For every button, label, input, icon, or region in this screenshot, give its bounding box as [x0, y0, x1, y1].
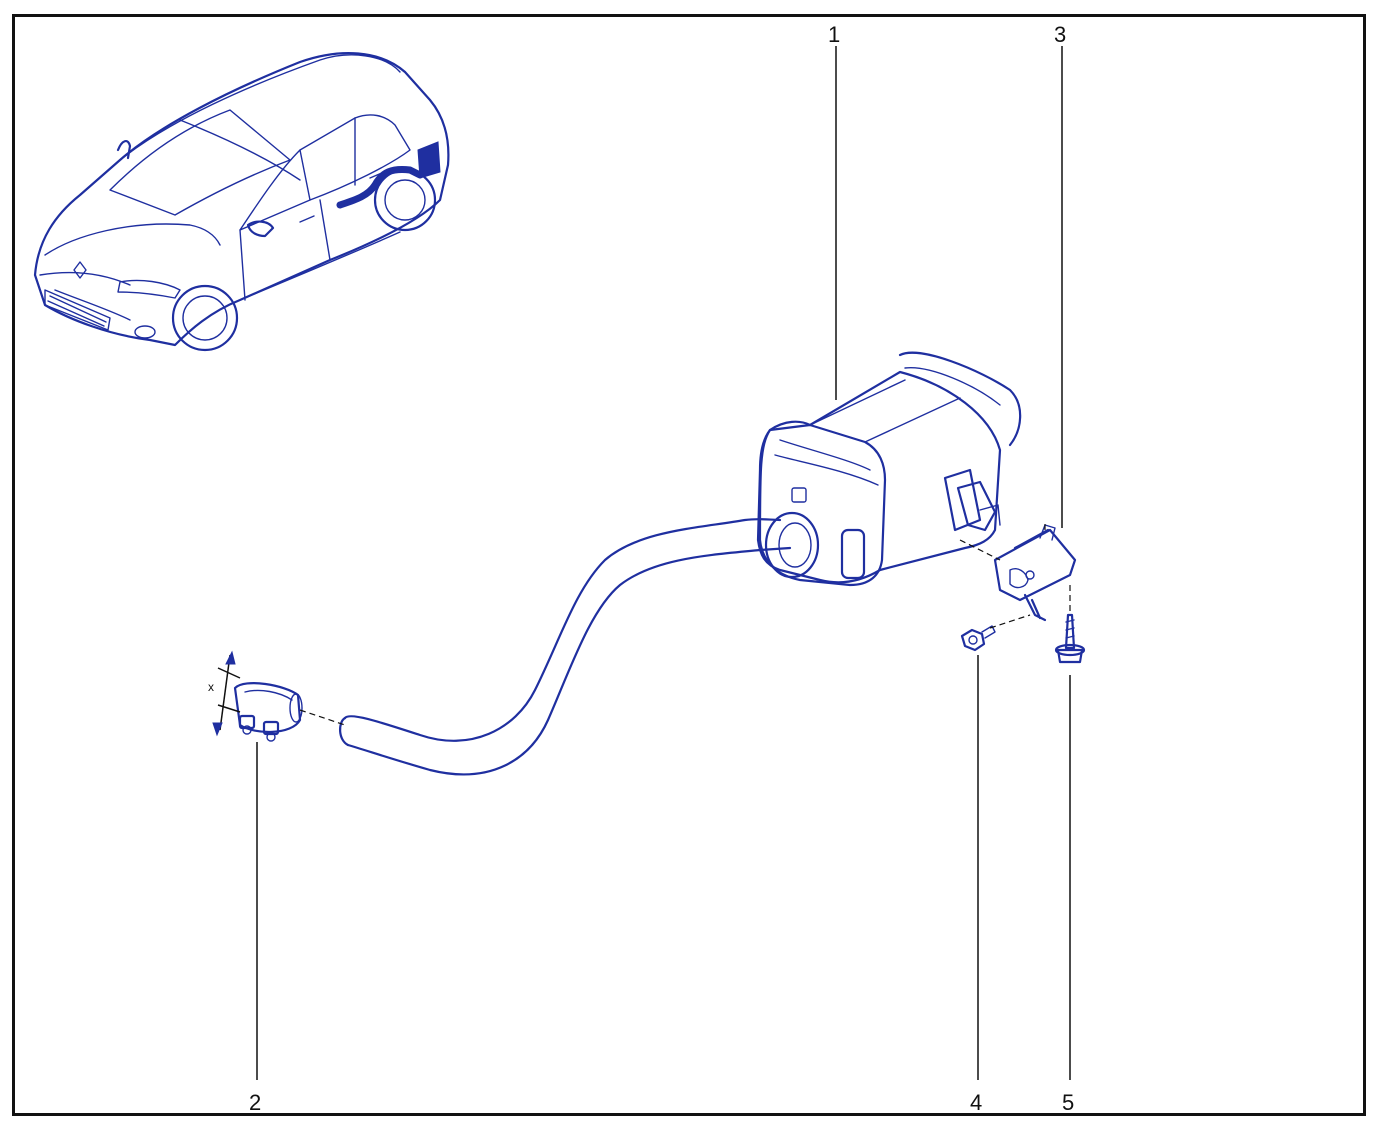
clamp-part: x	[208, 650, 303, 742]
diagram-frame	[12, 14, 1366, 1116]
leader-lines	[256, 46, 1071, 1080]
dimension-label: x	[208, 680, 214, 694]
rubber-mount-part	[993, 524, 1077, 622]
nut-part	[960, 625, 996, 652]
bolt-part	[1054, 613, 1086, 664]
silencer-assembly	[339, 351, 1022, 776]
callout-4: 4	[970, 1090, 982, 1115]
assembly-lines	[299, 520, 1071, 726]
car-illustration	[33, 52, 450, 352]
callout-3: 3	[1054, 22, 1066, 47]
callout-1: 1	[828, 22, 840, 47]
callout-5: 5	[1062, 1090, 1074, 1115]
callout-2: 2	[249, 1090, 261, 1115]
